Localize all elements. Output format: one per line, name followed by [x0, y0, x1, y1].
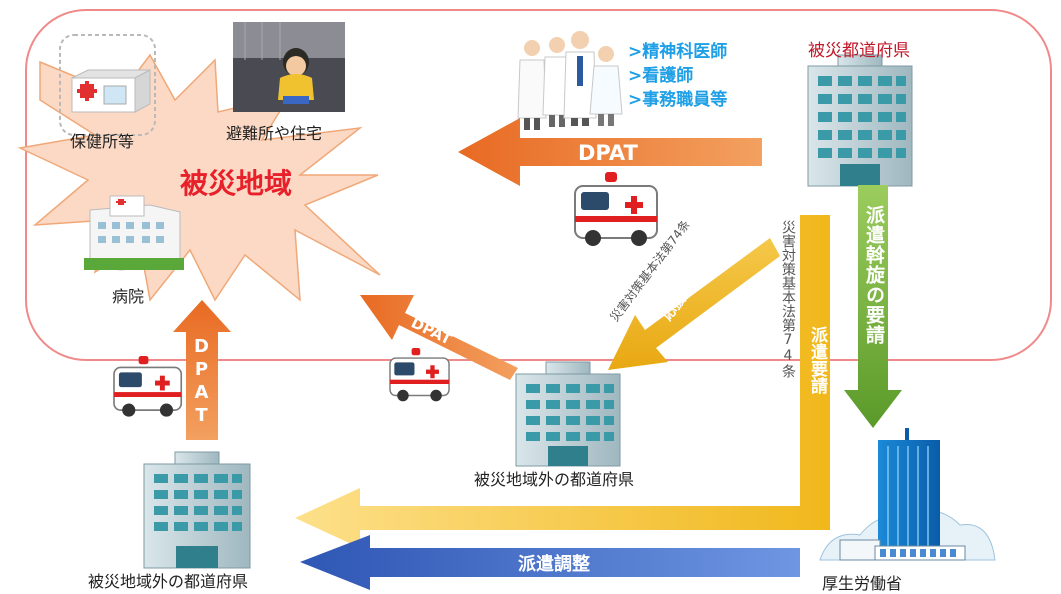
ministry-label: 厚生労働省 — [822, 574, 903, 593]
affected-prefecture-building-icon — [807, 54, 913, 187]
health-center-label: 保健所等 — [70, 132, 135, 151]
dispatch-request-label: 派遣要請 — [807, 326, 827, 394]
dpat-top-label: DPAT — [578, 141, 638, 165]
dpat-left-label: DPAT — [191, 336, 212, 428]
staff-list: >精神科医師 >看護師 >事務職員等 — [628, 40, 727, 112]
dispatch-adjust-arrow — [300, 535, 800, 590]
response-request-arrow — [608, 238, 780, 370]
staff-item-psychiatrist: >精神科医師 — [628, 42, 728, 62]
disaster-zone-border — [25, 9, 1052, 361]
affected-prefecture-label: 被災都道府県 — [808, 41, 910, 61]
shelter-label: 避難所や住宅 — [226, 124, 323, 143]
dpat-arrow-mid — [360, 295, 518, 380]
request-mediation-label: 派遣斡旋の要請 — [863, 205, 885, 345]
other-prefecture-mid-label: 被災地域外の都道府県 — [474, 470, 635, 489]
dpat-arrow-top — [458, 118, 762, 186]
disaster-zone-title: 被災地域 — [180, 167, 293, 200]
dispatch-adjust-label: 派遣調整 — [518, 554, 590, 575]
hospital-label: 病院 — [112, 287, 145, 306]
dpat-arrow-left — [173, 300, 231, 440]
ambulance-icon-mid — [389, 348, 450, 402]
shelter-photo-icon — [233, 22, 345, 112]
ambulance-icon-top — [574, 172, 658, 246]
health-center-icon — [59, 34, 156, 136]
medical-staff-icon — [517, 31, 623, 130]
request-mediation-arrow — [844, 185, 902, 428]
hospital-building-icon — [84, 195, 184, 271]
staff-item-nurse: >看護師 — [628, 66, 694, 86]
other-prefecture-building-bottom-icon — [143, 451, 251, 569]
other-prefecture-bottom-label: 被災地域外の都道府県 — [88, 572, 249, 591]
law-article-vertical-label: 災害対策基本法第74条 — [780, 220, 796, 378]
dispatch-request-arrow — [295, 215, 830, 548]
ambulance-icon-left — [113, 356, 183, 417]
ministry-building-icon — [819, 428, 996, 561]
staff-item-clerk: >事務職員等 — [628, 90, 728, 110]
other-prefecture-building-mid-icon — [515, 361, 621, 467]
